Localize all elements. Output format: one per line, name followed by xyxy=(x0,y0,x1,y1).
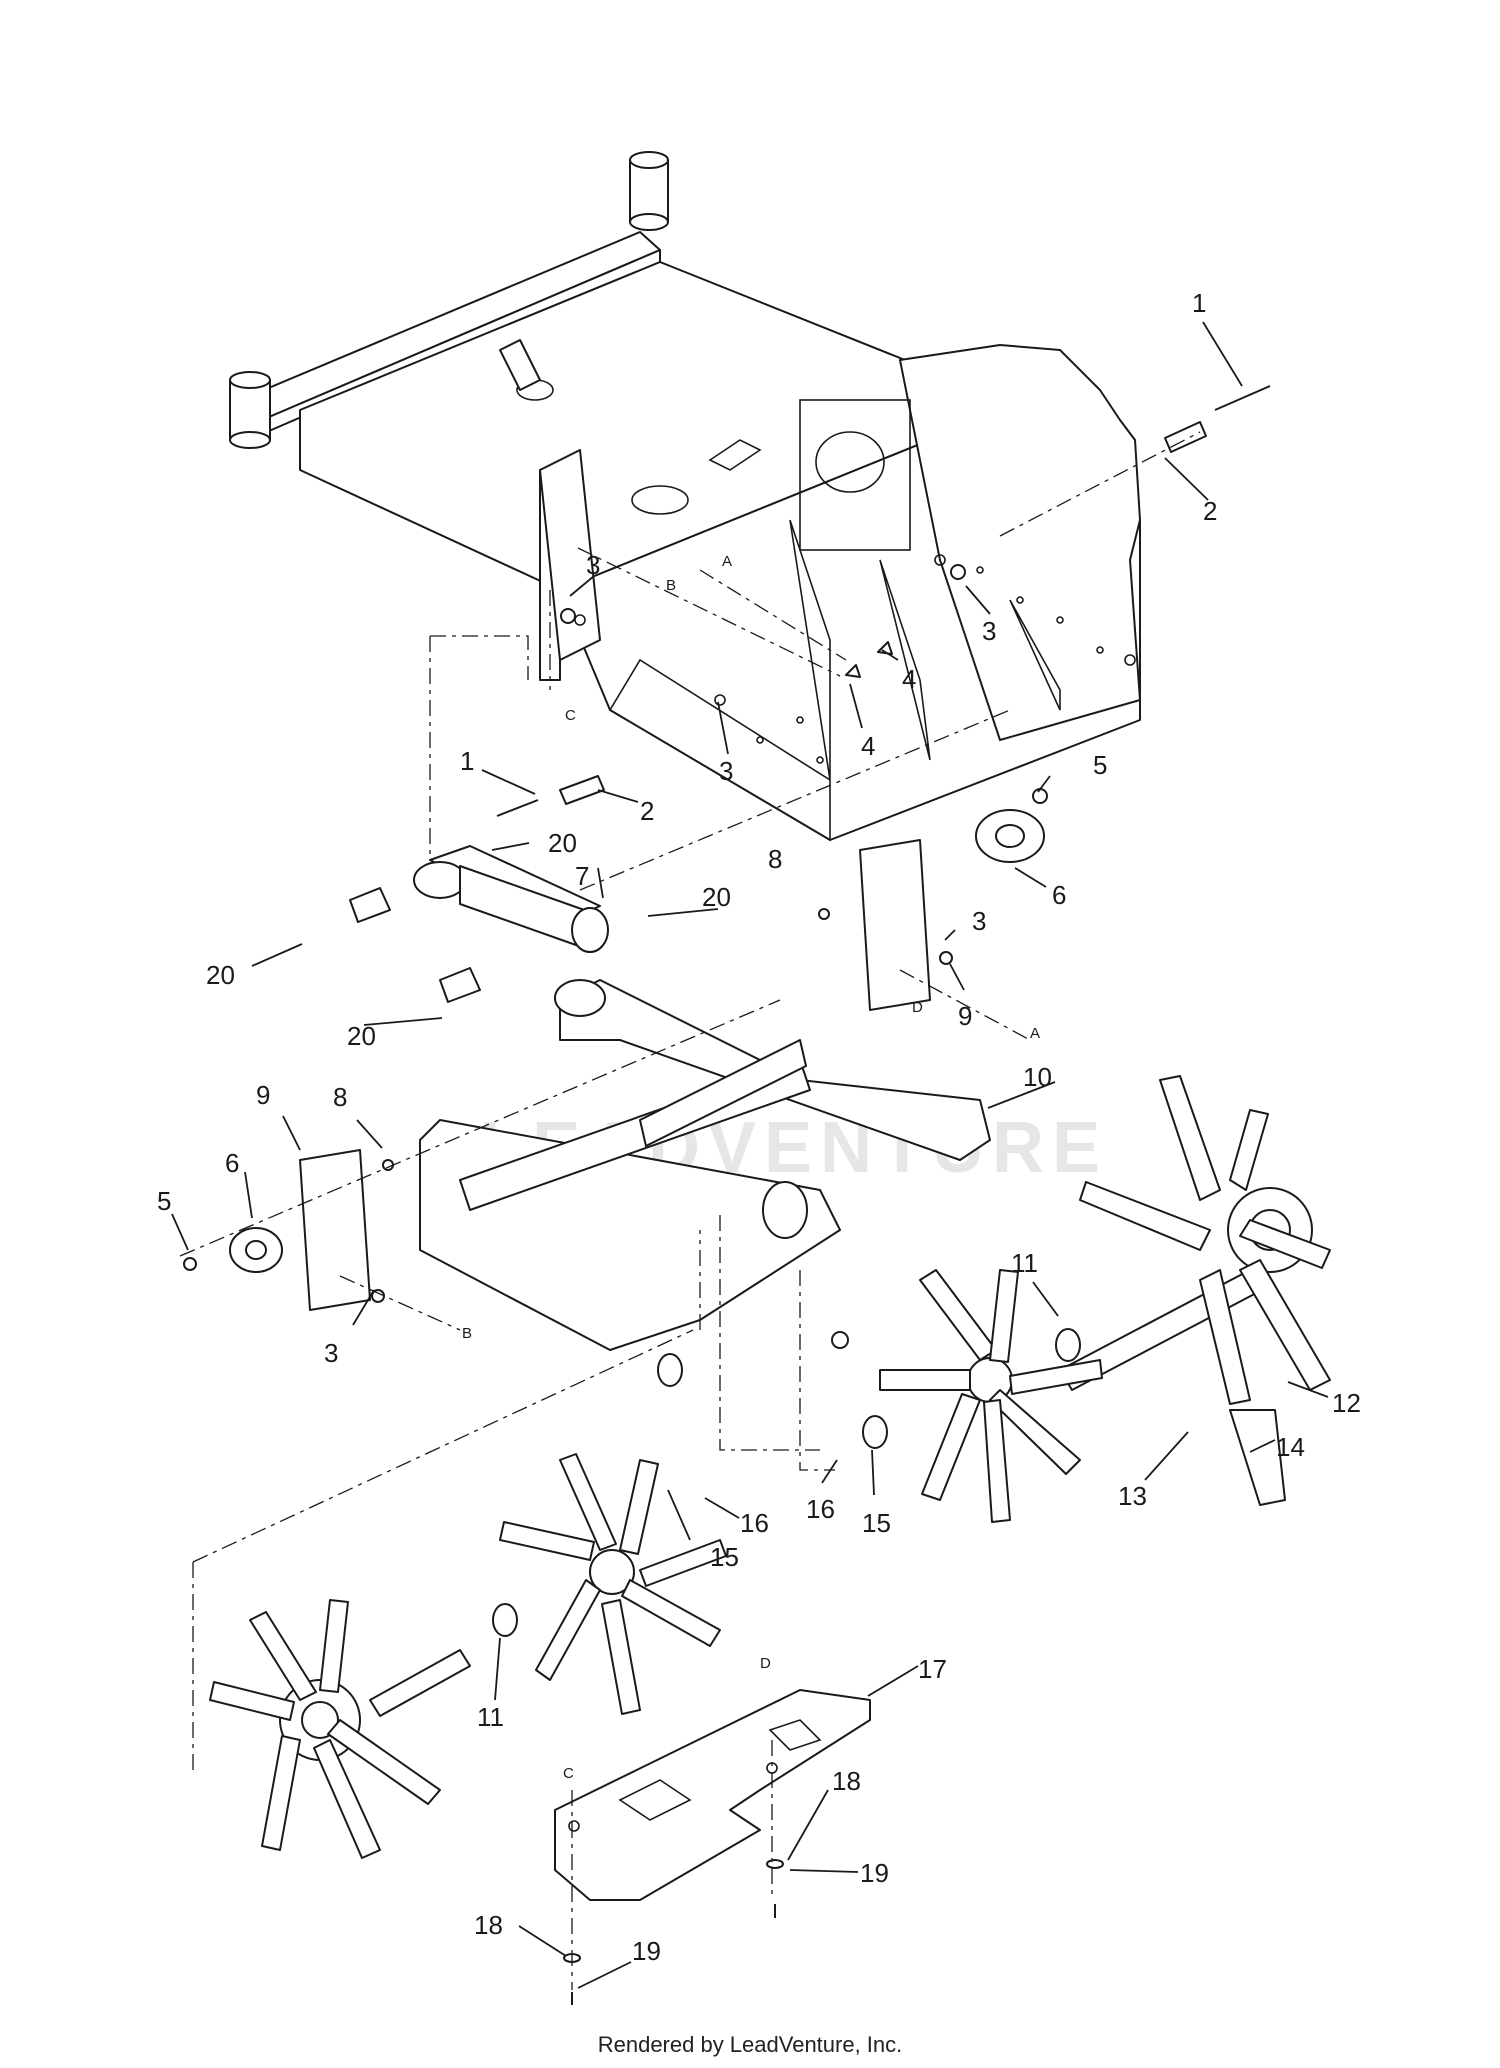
callout-11: 11 xyxy=(1011,1248,1038,1278)
callout-8: 8 xyxy=(333,1082,347,1112)
callout-19: 19 xyxy=(632,1936,661,1966)
alignment-lines xyxy=(179,431,1201,1990)
callout-3: 3 xyxy=(719,756,733,786)
cylinder-assembly xyxy=(349,775,609,1003)
lift-arm xyxy=(419,979,991,1351)
callout-7: 7 xyxy=(575,861,589,891)
callout-20: 20 xyxy=(206,960,235,990)
callout-6: 6 xyxy=(1052,880,1066,910)
reference-letter-c: C xyxy=(565,707,576,724)
callout-15: 15 xyxy=(862,1508,891,1538)
callout-18: 18 xyxy=(832,1766,861,1796)
callout-3: 3 xyxy=(586,550,600,580)
callout-1: 1 xyxy=(1192,288,1206,318)
tine-rotor-middle-left xyxy=(492,1353,727,1715)
callout-3: 3 xyxy=(972,906,986,936)
callout-16: 16 xyxy=(740,1508,769,1538)
bottom-cover-plate xyxy=(554,1689,871,2005)
leader-lines xyxy=(171,321,1329,1989)
callout-19: 19 xyxy=(860,1858,889,1888)
tine-rotor-middle-right xyxy=(831,1269,1103,1523)
callout-3: 3 xyxy=(324,1338,338,1368)
reference-letters: A B C D A B D C xyxy=(462,553,1040,1782)
callout-18: 18 xyxy=(474,1910,503,1940)
reference-letter-a: A xyxy=(1030,1025,1040,1042)
callout-12: 12 xyxy=(1332,1388,1361,1418)
tine-rotor-left xyxy=(209,1599,471,1859)
callout-20: 20 xyxy=(548,828,577,858)
reference-letter-a: A xyxy=(722,553,732,570)
callout-3: 3 xyxy=(982,616,996,646)
callout-11: 11 xyxy=(477,1702,504,1732)
callout-9: 9 xyxy=(256,1080,270,1110)
callout-14: 14 xyxy=(1276,1432,1305,1462)
callout-2: 2 xyxy=(1203,496,1217,526)
callout-6: 6 xyxy=(225,1148,239,1178)
callout-20: 20 xyxy=(347,1021,376,1051)
footer-credit: Rendered by LeadVenture, Inc. xyxy=(597,2032,903,2057)
callout-numbers: 1 2 3 3 4 4 3 1 2 5 20 7 6 8 20 3 20 9 2… xyxy=(157,288,1361,1966)
bearing-brackets xyxy=(183,788,1048,1311)
reference-letter-d: D xyxy=(912,999,923,1016)
callout-13: 13 xyxy=(1118,1481,1147,1511)
reference-letter-b: B xyxy=(666,577,676,594)
callout-1: 1 xyxy=(460,746,474,776)
callout-5: 5 xyxy=(1093,750,1107,780)
callout-9: 9 xyxy=(958,1001,972,1031)
reference-letter-c: C xyxy=(563,1765,574,1782)
callout-10: 10 xyxy=(1023,1062,1052,1092)
reference-letter-d: D xyxy=(760,1655,771,1672)
callout-15: 15 xyxy=(710,1542,739,1572)
callout-20: 20 xyxy=(702,882,731,912)
callout-4: 4 xyxy=(902,664,916,694)
callout-8: 8 xyxy=(768,844,782,874)
main-frame xyxy=(229,151,1141,842)
callout-4: 4 xyxy=(861,731,875,761)
callout-5: 5 xyxy=(157,1186,171,1216)
callout-16: 16 xyxy=(806,1494,835,1524)
callout-2: 2 xyxy=(640,796,654,826)
callout-17: 17 xyxy=(918,1654,947,1684)
reference-letter-b: B xyxy=(462,1325,472,1342)
